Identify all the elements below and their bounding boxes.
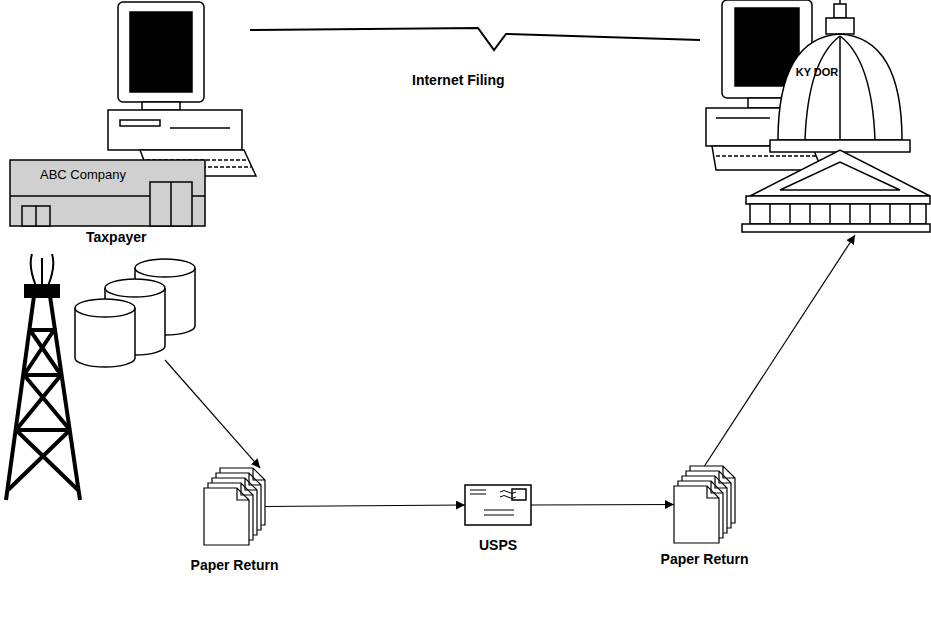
node-label: USPS [479,537,517,553]
node-label: ABC Company [40,167,126,183]
oil-derrick [6,254,80,500]
paper-sheet [204,488,249,545]
envelope [465,485,531,525]
node-label: KY DOR [796,64,839,80]
node-label: Paper Return [191,557,279,573]
database-cylinders [75,259,195,367]
dor-site: KY DOR [700,0,930,235]
connector [165,360,260,468]
left-computer [108,2,256,176]
taxpayer-building [10,160,205,226]
connector [705,235,856,466]
paper-stacks [204,466,735,545]
node-label: Paper Return [661,551,749,567]
paper-return-stack: Paper Return [674,466,735,543]
node-label: Taxpayer [86,229,146,245]
edge-label: Internet Filing [410,72,507,88]
paper-sheet [674,486,719,543]
connector [531,504,674,506]
usps-envelope: USPS [465,485,531,525]
connector [250,28,700,50]
paper-return-stack: Paper Return [204,468,265,545]
capitol-building [742,0,930,232]
taxpayer-site: ABC CompanyTaxpayer [10,0,250,360]
connector [265,505,465,507]
